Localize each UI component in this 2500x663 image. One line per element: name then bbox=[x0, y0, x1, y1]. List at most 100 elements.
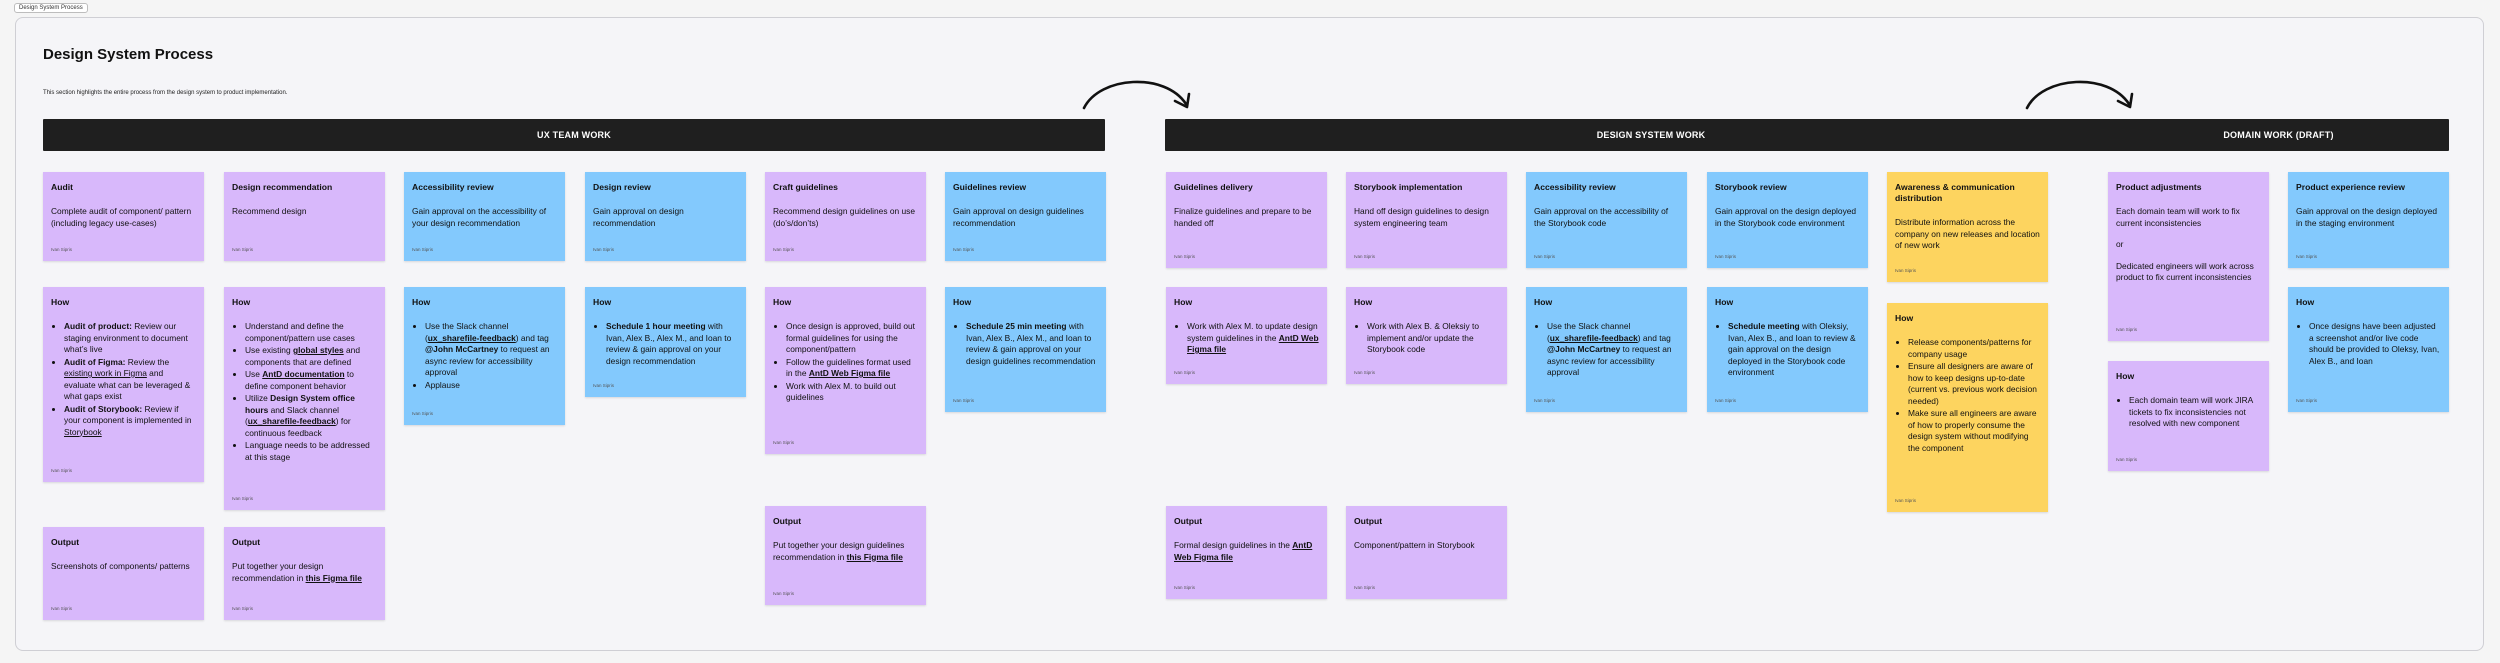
list-item: Schedule 25 min meeting with Ivan, Alex … bbox=[966, 321, 1098, 367]
card-craft-guidelines-how[interactable]: How Once design is approved, build out f… bbox=[765, 287, 926, 454]
card-storybook-review-how[interactable]: How Schedule meeting with Oleksiy, Ivan,… bbox=[1707, 287, 1868, 412]
card-title: Product adjustments bbox=[2116, 182, 2202, 192]
card-body: Gain approval on design guidelines recom… bbox=[953, 206, 1084, 228]
card-craft-guidelines[interactable]: Craft guidelines Recommend design guidel… bbox=[765, 172, 926, 261]
card-title: How bbox=[1174, 297, 1193, 307]
card-accessibility-review[interactable]: Accessibility review Gain approval on th… bbox=[404, 172, 565, 261]
card-author: Ivan Sipris bbox=[51, 246, 73, 252]
card-title: How bbox=[953, 297, 972, 307]
card-title: How bbox=[1895, 313, 1914, 323]
antd-figma-link[interactable]: AntD Web Figma file bbox=[808, 368, 891, 378]
card-product-adjustments[interactable]: Product adjustments Each domain team wil… bbox=[2108, 172, 2269, 341]
card-title: Guidelines review bbox=[953, 182, 1027, 192]
card-product-experience-review[interactable]: Product experience review Gain approval … bbox=[2288, 172, 2449, 268]
card-craft-guidelines-output[interactable]: Output Put together your design guidelin… bbox=[765, 506, 926, 605]
card-author: Ivan Sipris bbox=[953, 246, 975, 252]
card-storybook-implementation-how[interactable]: How Work with Alex B. & Oleksiy to imple… bbox=[1346, 287, 1507, 384]
card-guidelines-review-how[interactable]: How Schedule 25 min meeting with Ivan, A… bbox=[945, 287, 1106, 412]
card-body: Component/pattern in Storybook bbox=[1354, 540, 1475, 550]
list-item: Work with Alex B. & Oleksiy to implement… bbox=[1367, 321, 1499, 356]
antd-figma-link[interactable]: AntD Web Figma file bbox=[1187, 332, 1319, 355]
card-product-adjustments-how[interactable]: How Each domain team will work JIRA tick… bbox=[2108, 361, 2269, 471]
figma-file-link[interactable]: this Figma file bbox=[305, 572, 362, 583]
card-design-recommendation[interactable]: Design recommendation Recommend design I… bbox=[224, 172, 385, 261]
list-item: Release components/patterns for company … bbox=[1908, 337, 2040, 360]
antd-docs-link[interactable]: AntD documentation bbox=[262, 369, 345, 379]
card-guidelines-review[interactable]: Guidelines review Gain approval on desig… bbox=[945, 172, 1106, 261]
card-title: Output bbox=[1354, 516, 1383, 526]
card-title: How bbox=[773, 297, 792, 307]
card-author: Ivan Sipris bbox=[773, 590, 795, 596]
card-storybook-implementation[interactable]: Storybook implementation Hand off design… bbox=[1346, 172, 1507, 268]
slack-channel-link[interactable]: ux_sharefile-feedback bbox=[247, 416, 336, 426]
card-title: Product experience review bbox=[2296, 182, 2405, 192]
card-title: How bbox=[51, 297, 70, 307]
slack-channel-link[interactable]: ux_sharefile-feedback bbox=[1549, 332, 1638, 343]
list-item: Schedule meeting with Oleksiy, Ivan, Ale… bbox=[1728, 321, 1860, 379]
card-author: Ivan Sipris bbox=[2116, 326, 2138, 332]
card-author: Ivan Sipris bbox=[51, 467, 73, 473]
card-design-review[interactable]: Design review Gain approval on design re… bbox=[585, 172, 746, 261]
list-item: Use AntD documentation to define compone… bbox=[245, 369, 377, 392]
card-author: Ivan Sipris bbox=[1534, 397, 1556, 403]
card-body: Recommend design guidelines on use (do’s… bbox=[773, 206, 915, 228]
card-design-review-how[interactable]: How Schedule 1 hour meeting with Ivan, A… bbox=[585, 287, 746, 397]
curved-arrow-icon bbox=[1082, 80, 1191, 110]
card-title: Craft guidelines bbox=[773, 182, 838, 192]
card-author: Ivan Sipris bbox=[51, 605, 73, 611]
frame-label[interactable]: Design System Process bbox=[14, 3, 88, 13]
card-body: Hand off design guidelines to design sys… bbox=[1354, 206, 1489, 228]
card-storybook-review[interactable]: Storybook review Gain approval on the de… bbox=[1707, 172, 1868, 268]
list-item: Work with Alex M. to build out guideline… bbox=[786, 381, 918, 404]
card-author: Ivan Sipris bbox=[593, 246, 615, 252]
slack-channel-link[interactable]: ux_sharefile-feedback bbox=[427, 332, 516, 343]
list-item: Audit of product: Review our staging env… bbox=[64, 321, 196, 356]
card-author: Ivan Sipris bbox=[773, 439, 795, 445]
global-styles-link[interactable]: global styles bbox=[292, 345, 344, 355]
card-body: Each domain team will work to fix curren… bbox=[2116, 206, 2254, 282]
card-list: Once designs have been adjusted a screen… bbox=[2296, 321, 2441, 367]
card-storybook-implementation-output[interactable]: Output Component/pattern in Storybook Iv… bbox=[1346, 506, 1507, 599]
card-guidelines-delivery-how[interactable]: How Work with Alex M. to update design s… bbox=[1166, 287, 1327, 384]
figma-file-link[interactable]: this Figma file bbox=[846, 551, 903, 562]
card-author: Ivan Sipris bbox=[1354, 584, 1376, 590]
card-body: Complete audit of component/ pattern (in… bbox=[51, 206, 192, 228]
card-title: Output bbox=[51, 537, 80, 547]
antd-figma-link[interactable]: AntD Web Figma file bbox=[1174, 540, 1313, 562]
card-accessibility-review-how[interactable]: How Use the Slack channel (ux_sharefile-… bbox=[404, 287, 565, 425]
list-item: Language needs to be addressed at this s… bbox=[245, 440, 377, 463]
card-product-experience-review-how[interactable]: How Once designs have been adjusted a sc… bbox=[2288, 287, 2449, 412]
card-accessibility-review-storybook[interactable]: Accessibility review Gain approval on th… bbox=[1526, 172, 1687, 268]
card-body: Put together your design guidelines reco… bbox=[773, 540, 905, 562]
card-title: Storybook review bbox=[1715, 182, 1787, 192]
card-list: Use the Slack channel (ux_sharefile-feed… bbox=[412, 321, 557, 391]
card-author: Ivan Sipris bbox=[1895, 267, 1917, 273]
card-design-recommendation-output[interactable]: Output Put together your design recommen… bbox=[224, 527, 385, 620]
card-author: Ivan Sipris bbox=[1895, 497, 1917, 503]
card-design-recommendation-how[interactable]: How Understand and define the component/… bbox=[224, 287, 385, 510]
card-accessibility-review-storybook-how[interactable]: How Use the Slack channel (ux_sharefile-… bbox=[1526, 287, 1687, 412]
card-audit[interactable]: Audit Complete audit of component/ patte… bbox=[43, 172, 204, 261]
card-awareness-communication[interactable]: Awareness & communication distribution D… bbox=[1887, 172, 2048, 282]
list-item: Audit of Storybook: Review if your compo… bbox=[64, 404, 196, 439]
page-title: Design System Process bbox=[43, 46, 214, 63]
card-body: Gain approval on the accessibility of th… bbox=[1534, 206, 1669, 228]
list-item: Utilize Design System office hours and S… bbox=[245, 393, 377, 439]
card-guidelines-delivery-output[interactable]: Output Formal design guidelines in the A… bbox=[1166, 506, 1327, 599]
card-author: Ivan Sipris bbox=[232, 605, 254, 611]
card-title: How bbox=[232, 297, 251, 307]
card-title: Output bbox=[232, 537, 261, 547]
figma-link[interactable]: existing work in Figma bbox=[64, 368, 147, 378]
storybook-link[interactable]: Storybook bbox=[64, 426, 102, 437]
card-author: Ivan Sipris bbox=[1715, 253, 1737, 259]
card-awareness-communication-how[interactable]: How Release components/patterns for comp… bbox=[1887, 303, 2048, 512]
card-title: How bbox=[412, 297, 431, 307]
card-guidelines-delivery[interactable]: Guidelines delivery Finalize guidelines … bbox=[1166, 172, 1327, 268]
card-author: Ivan Sipris bbox=[2296, 397, 2318, 403]
list-item: Understand and define the component/patt… bbox=[245, 321, 377, 344]
card-body: Recommend design bbox=[232, 206, 307, 216]
card-author: Ivan Sipris bbox=[232, 495, 254, 501]
card-list: Work with Alex B. & Oleksiy to implement… bbox=[1354, 321, 1499, 356]
card-audit-how[interactable]: How Audit of product: Review our staging… bbox=[43, 287, 204, 482]
card-audit-output[interactable]: Output Screenshots of components/ patter… bbox=[43, 527, 204, 620]
